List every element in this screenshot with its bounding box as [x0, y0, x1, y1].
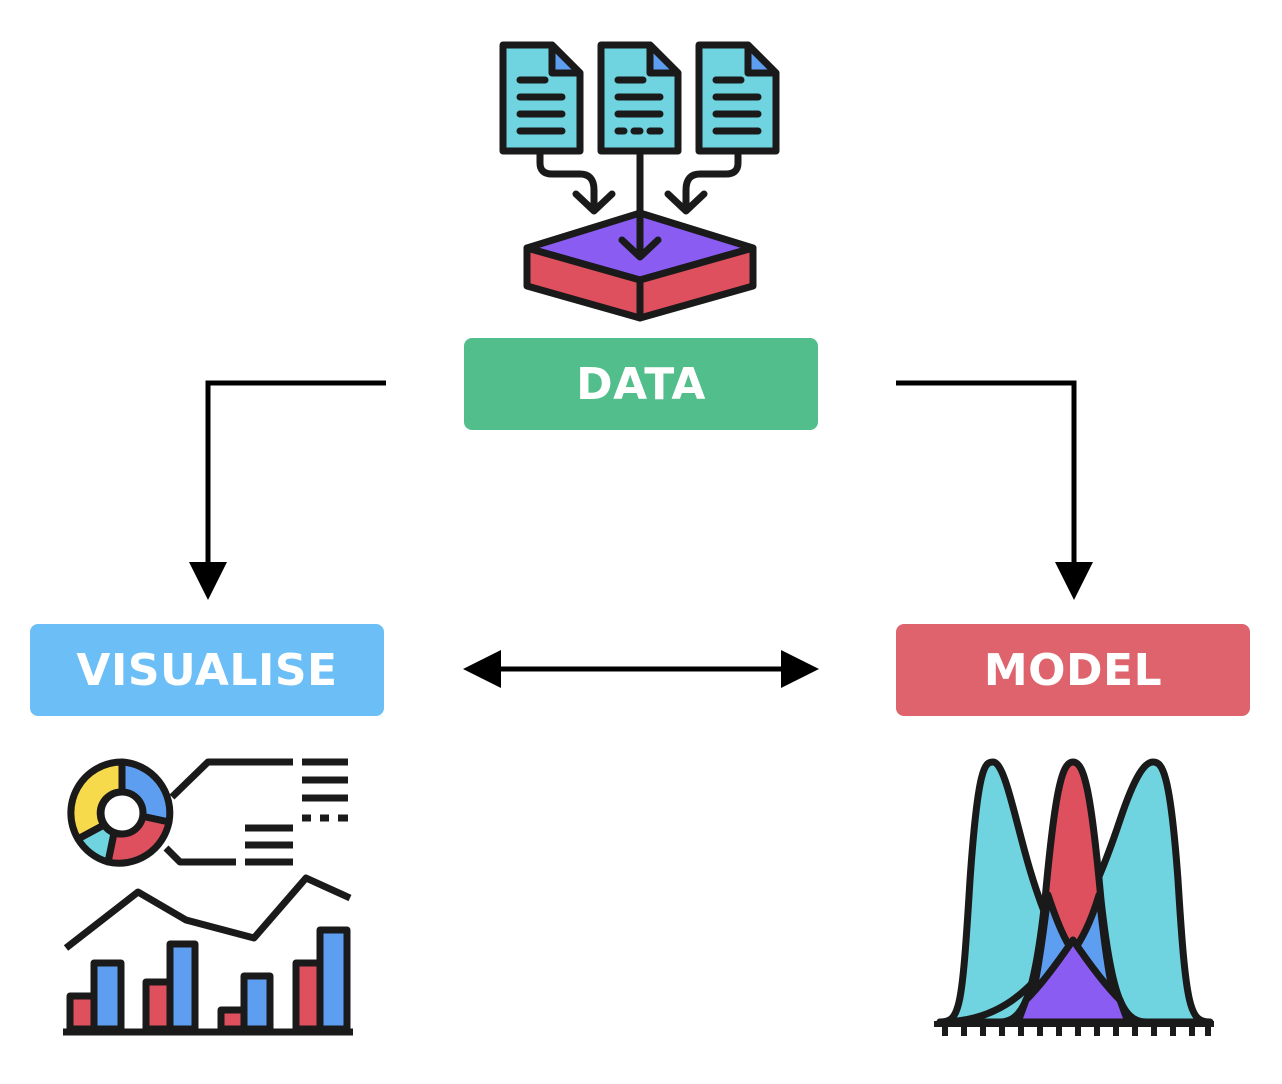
visualise-node: VISUALISE	[30, 624, 384, 716]
arrowhead-down-model	[1055, 562, 1093, 600]
arrowhead-left	[463, 650, 501, 688]
data-to-visualise-connector	[205, 380, 386, 568]
data-node: DATA	[464, 338, 818, 430]
visualise-label: VISUALISE	[76, 644, 338, 696]
data-to-model-connector	[896, 380, 1077, 568]
model-label: MODEL	[983, 644, 1163, 696]
model-node: MODEL	[896, 624, 1250, 716]
arrowhead-down-visualise	[189, 562, 227, 600]
data-label: DATA	[576, 358, 706, 410]
arrowhead-right	[781, 650, 819, 688]
